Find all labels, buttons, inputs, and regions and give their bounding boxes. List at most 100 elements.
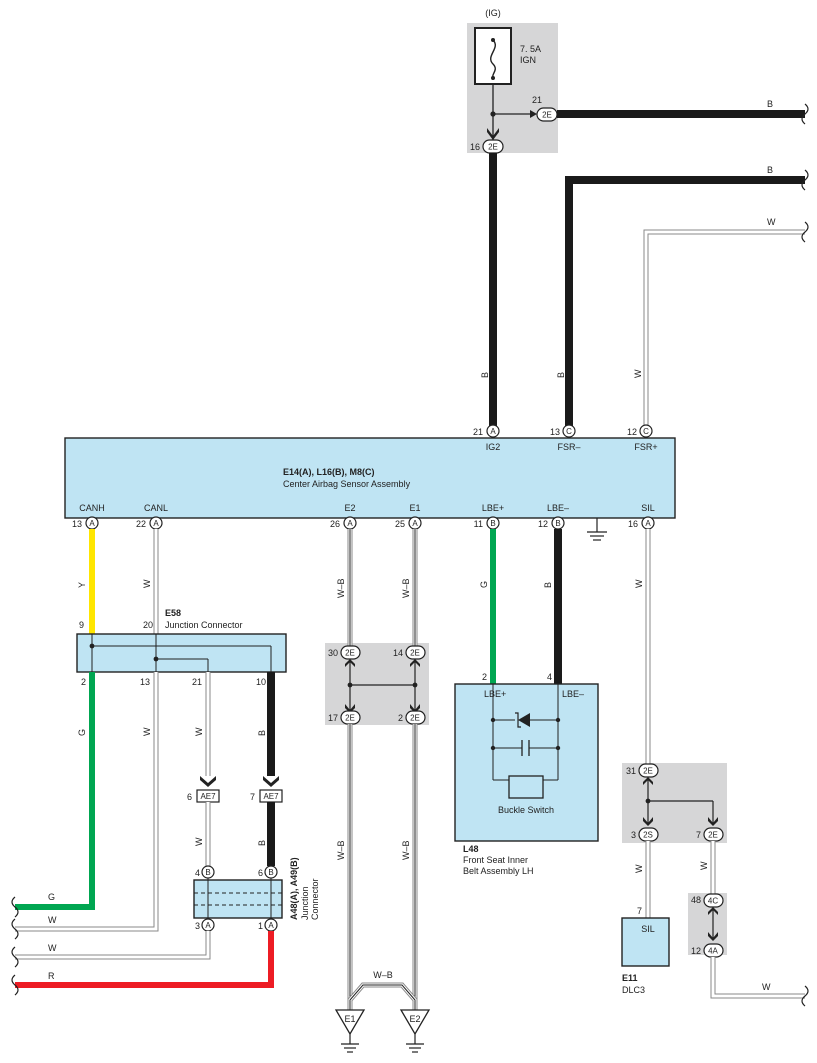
- svg-text:48: 48: [691, 895, 701, 905]
- fuse-name: IGN: [520, 55, 536, 65]
- svg-text:G: G: [77, 729, 87, 736]
- svg-text:AE7: AE7: [200, 792, 216, 801]
- fuse-rating: 7. 5A: [520, 44, 541, 54]
- svg-text:G: G: [479, 581, 489, 588]
- svg-text:A: A: [153, 519, 159, 528]
- svg-text:E2: E2: [344, 503, 355, 513]
- svg-text:30: 30: [328, 648, 338, 658]
- svg-text:Connector: Connector: [310, 878, 320, 920]
- svg-text:9: 9: [79, 620, 84, 630]
- svg-text:12: 12: [538, 519, 548, 529]
- chassis-ground-icon: [587, 518, 607, 541]
- svg-text:A: A: [268, 921, 274, 930]
- svg-text:1: 1: [258, 921, 263, 931]
- svg-text:LBE–: LBE–: [562, 689, 584, 699]
- svg-text:IG2: IG2: [486, 442, 501, 452]
- wire-a48-w3: [15, 931, 211, 960]
- svg-text:Junction Connector: Junction Connector: [165, 620, 243, 630]
- fuse-top-label: (IG): [485, 8, 501, 18]
- svg-text:2: 2: [81, 677, 86, 687]
- a48-junction-connector: [193, 879, 283, 919]
- e58-junction-connector: [76, 633, 287, 673]
- svg-text:E11: E11: [622, 973, 638, 983]
- svg-text:16: 16: [628, 519, 638, 529]
- svg-text:W: W: [633, 369, 643, 378]
- svg-text:LBE–: LBE–: [547, 503, 569, 513]
- svg-text:B: B: [205, 868, 210, 877]
- svg-text:2E: 2E: [488, 143, 498, 152]
- svg-text:26: 26: [330, 519, 340, 529]
- svg-text:A: A: [490, 427, 496, 436]
- svg-text:21: 21: [473, 427, 483, 437]
- wire-e58-w13: [15, 672, 159, 932]
- svg-text:Junction: Junction: [300, 886, 310, 920]
- fuse-element: [490, 39, 496, 79]
- svg-text:13: 13: [550, 427, 560, 437]
- bottom-pin-sil: 16 A: [628, 516, 655, 530]
- ground-e2-icon: E2: [399, 1009, 431, 1053]
- svg-text:FSR–: FSR–: [557, 442, 580, 452]
- svg-text:22: 22: [136, 519, 146, 529]
- svg-text:W–B: W–B: [401, 578, 411, 598]
- svg-text:W–B: W–B: [336, 840, 346, 860]
- svg-text:LBE+: LBE+: [482, 503, 504, 513]
- fuse-arrow-down: [487, 128, 499, 140]
- svg-text:2E: 2E: [345, 714, 355, 723]
- svg-text:7: 7: [696, 830, 701, 840]
- svg-text:Buckle Switch: Buckle Switch: [498, 805, 554, 815]
- wire-e58-g: [15, 672, 95, 910]
- svg-text:2E: 2E: [345, 649, 355, 658]
- svg-text:Front Seat Inner: Front Seat Inner: [463, 855, 528, 865]
- svg-text:13: 13: [140, 677, 150, 687]
- svg-text:W: W: [48, 915, 57, 925]
- svg-text:2: 2: [398, 713, 403, 723]
- wire-a48-r1: [15, 931, 274, 988]
- bottom-pin-e1: 25 A: [395, 516, 422, 530]
- svg-text:C: C: [643, 427, 649, 436]
- svg-text:W: W: [142, 727, 152, 736]
- svg-text:B: B: [257, 730, 267, 736]
- svg-text:W–B: W–B: [336, 578, 346, 598]
- svg-text:A: A: [347, 519, 353, 528]
- svg-text:E2: E2: [409, 1014, 420, 1024]
- svg-text:21: 21: [192, 677, 202, 687]
- svg-text:4C: 4C: [708, 897, 718, 906]
- svg-text:CANL: CANL: [144, 503, 168, 513]
- svg-text:A48(A), A49(B): A48(A), A49(B): [289, 857, 299, 920]
- svg-text:B: B: [767, 99, 773, 109]
- svg-text:Y: Y: [77, 582, 87, 588]
- svg-text:12: 12: [691, 946, 701, 956]
- svg-text:W: W: [194, 727, 204, 736]
- svg-text:12: 12: [627, 427, 637, 437]
- bottom-pin-lbe-minus: 12 B: [538, 516, 565, 530]
- svg-text:B: B: [767, 165, 773, 175]
- ae7-chevron-6: [200, 776, 216, 787]
- svg-text:31: 31: [626, 766, 636, 776]
- svg-text:L48: L48: [463, 844, 479, 854]
- svg-text:6: 6: [258, 868, 263, 878]
- svg-text:3: 3: [631, 830, 636, 840]
- bottom-pin-canh: 13 A: [72, 516, 99, 530]
- svg-text:10: 10: [256, 677, 266, 687]
- wire-fsr-minus: [565, 176, 805, 427]
- svg-text:13: 13: [72, 519, 82, 529]
- zener-diode-icon: [518, 713, 530, 727]
- svg-text:B: B: [480, 372, 490, 378]
- svg-text:A: A: [645, 519, 651, 528]
- svg-text:FSR+: FSR+: [634, 442, 657, 452]
- svg-text:16: 16: [470, 142, 480, 152]
- svg-text:14: 14: [393, 648, 403, 658]
- center-airbag-sensor-assembly: [64, 437, 676, 519]
- svg-text:E1: E1: [409, 503, 420, 513]
- svg-text:W: W: [699, 861, 709, 870]
- svg-text:A: A: [412, 519, 418, 528]
- svg-text:2E: 2E: [410, 714, 420, 723]
- svg-text:4A: 4A: [708, 947, 718, 956]
- svg-text:B: B: [268, 868, 273, 877]
- svg-text:Belt Assembly LH: Belt Assembly LH: [463, 866, 534, 876]
- svg-text:B: B: [257, 840, 267, 846]
- svg-text:6: 6: [187, 792, 192, 802]
- svg-text:SIL: SIL: [641, 924, 655, 934]
- svg-text:17: 17: [328, 713, 338, 723]
- svg-text:CANH: CANH: [79, 503, 105, 513]
